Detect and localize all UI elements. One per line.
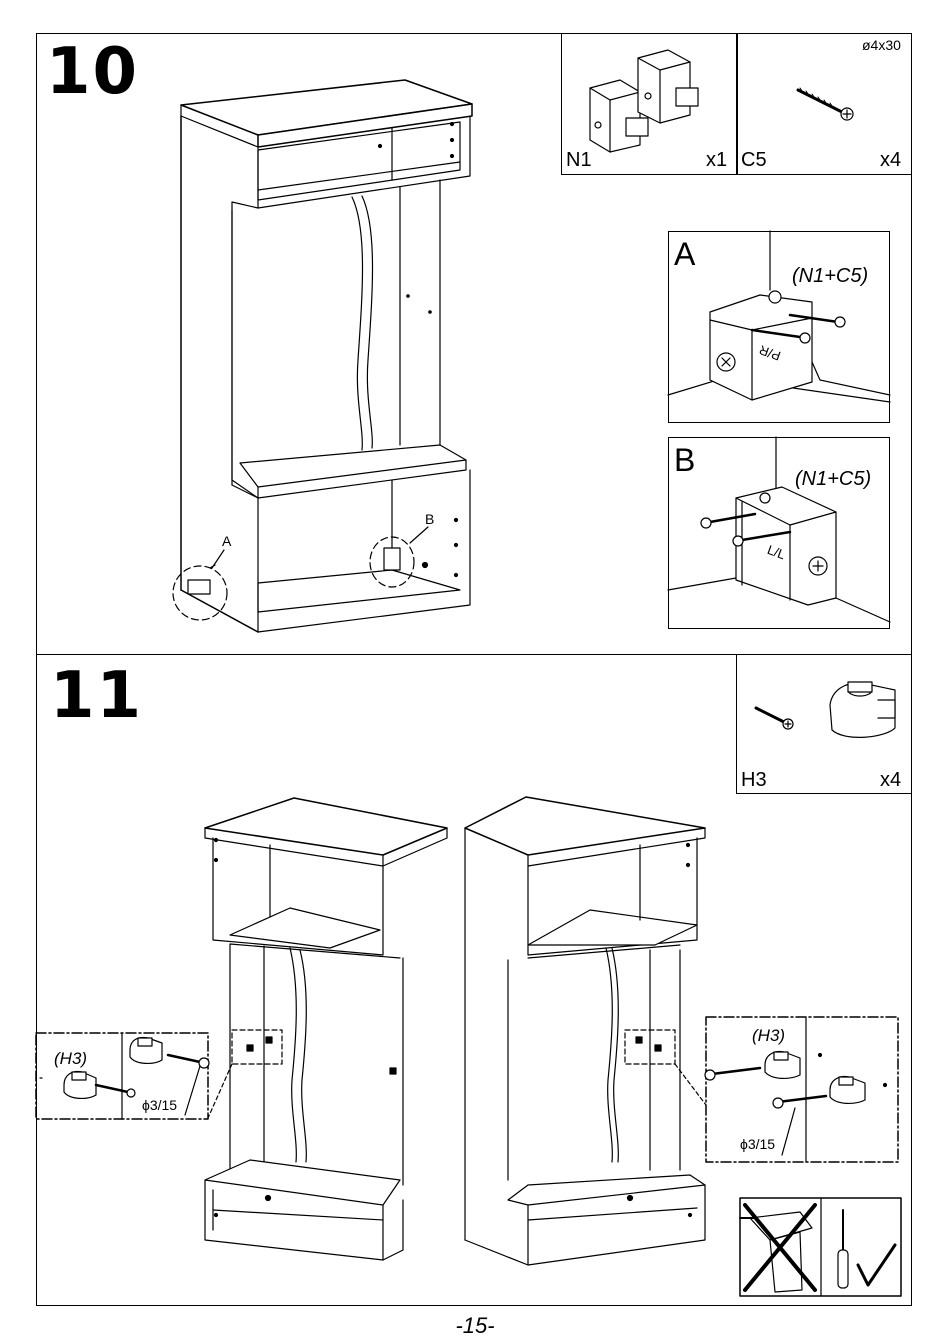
- detail-b-box: [668, 437, 890, 629]
- step-number: 11: [50, 659, 144, 733]
- part-box-h3: [736, 654, 912, 794]
- part-label: C5: [741, 149, 767, 171]
- part-box-n1: [561, 33, 738, 175]
- detail-b-mark: L/L: [765, 542, 787, 562]
- detail-a-box: [668, 231, 890, 423]
- detail-combo-label: (H3): [752, 1026, 786, 1045]
- callout-label-b: B: [425, 511, 435, 527]
- part-quantity: x1: [706, 149, 728, 171]
- detail-a-mark: P/R: [757, 342, 782, 364]
- drill-spec: ϕ3/15: [142, 1097, 178, 1113]
- screwdriver-allowed-icon: [837, 1209, 897, 1289]
- part-quantity: x4: [880, 769, 902, 791]
- detail-combo-label: (N1+C5): [792, 265, 869, 287]
- step-number: 10: [46, 35, 140, 109]
- part-label: N1: [566, 149, 592, 171]
- cabinet-right-step11-illustration: [464, 796, 707, 1266]
- screw-spec: ø4x30: [862, 37, 901, 53]
- screw-h3-icon: [754, 706, 794, 730]
- detail-combo-label: (N1+C5): [795, 468, 872, 490]
- part-quantity: x4: [880, 149, 902, 171]
- part-box-c5: [736, 33, 912, 175]
- drill-spec: ϕ3/15: [740, 1136, 776, 1152]
- cabinet-step10-illustration: [172, 79, 473, 633]
- screw-c5-icon: [796, 87, 854, 121]
- detail-a-illustration: [667, 230, 891, 403]
- page-number: -15-: [455, 1313, 495, 1338]
- tools-box: [739, 1197, 902, 1297]
- connector-n1-icon: [589, 49, 699, 153]
- detail-combo-label: (H3): [54, 1049, 88, 1068]
- detail-right-step11: [704, 1016, 899, 1163]
- detail-letter: A: [674, 236, 696, 272]
- power-drill-not-allowed-icon: [739, 1203, 817, 1293]
- detail-b-illustration: [667, 436, 891, 623]
- detail-letter: B: [674, 442, 696, 478]
- shelf-support-h3-icon: [829, 681, 896, 738]
- callout-label-a: A: [222, 533, 232, 549]
- part-label: H3: [741, 769, 767, 791]
- step-11-panel: [36, 654, 912, 1306]
- cabinet-left-step11-illustration: [204, 797, 448, 1261]
